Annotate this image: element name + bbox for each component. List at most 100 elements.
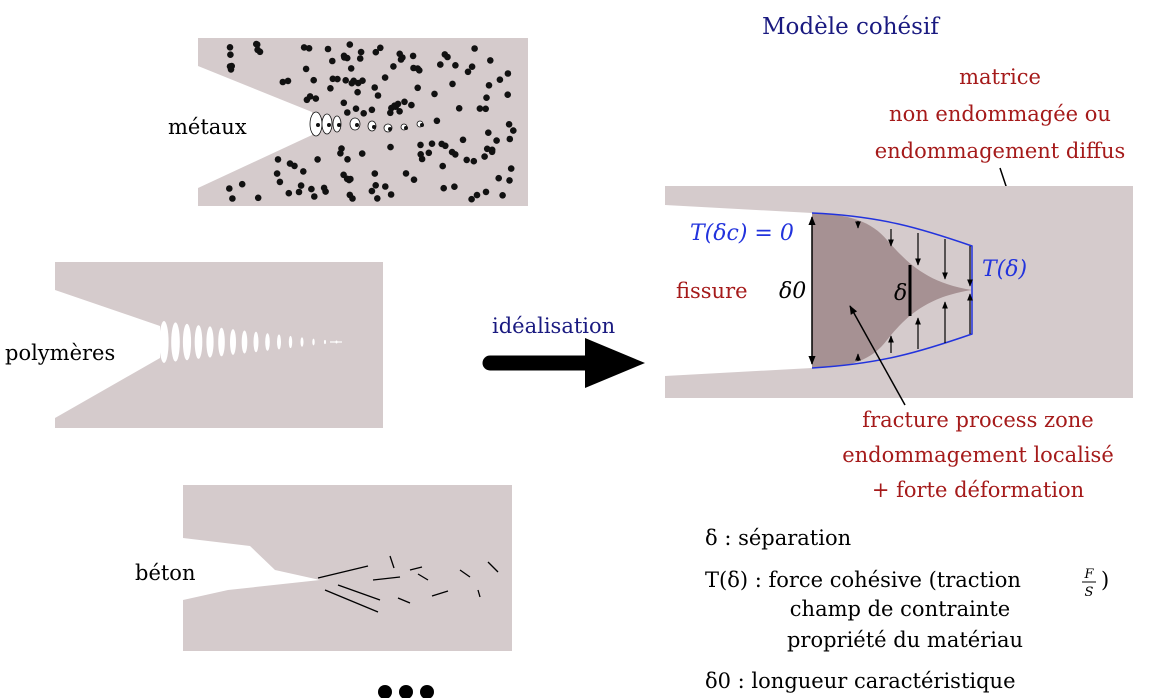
polymer-craze	[312, 338, 315, 346]
metal-particle	[320, 184, 328, 192]
concrete-microcrack	[372, 576, 401, 581]
fracture-process-zone	[812, 213, 972, 368]
metal-particle	[444, 53, 451, 61]
fpz-line-2: endommagement localisé	[842, 443, 1114, 467]
polymers-crazes	[159, 321, 342, 363]
delta-label: δ	[894, 281, 907, 306]
cohesive-labels: T(δc) = 0 T(δ) δ0 δ	[690, 221, 1027, 306]
metal-particle	[284, 77, 292, 85]
metal-particle	[358, 150, 366, 157]
metal-particle	[327, 85, 334, 92]
matrix-line-2: non endommagée ou	[889, 102, 1111, 126]
concrete-label: béton	[135, 561, 195, 585]
metal-particle	[483, 145, 491, 153]
metal-particle	[409, 52, 417, 60]
ellipsis-dots	[378, 685, 434, 698]
metal-particle	[410, 176, 418, 183]
metal-particle	[417, 151, 425, 158]
metal-particle	[476, 105, 484, 112]
metal-particle	[347, 175, 354, 183]
metal-particle	[360, 110, 368, 117]
metal-particle	[312, 95, 320, 102]
metal-particle	[340, 99, 348, 107]
metal-particle	[274, 156, 282, 163]
metal-particle	[300, 168, 307, 175]
metal-particle	[451, 183, 458, 190]
metal-particle	[414, 84, 422, 92]
metal-particle	[495, 174, 503, 182]
metal-particle	[368, 187, 376, 195]
metal-particle	[431, 90, 438, 98]
polymer-craze	[218, 327, 225, 357]
metal-particle	[254, 46, 261, 54]
metal-particle	[482, 105, 490, 113]
polymer-craze	[182, 323, 192, 361]
metal-particle	[354, 88, 361, 96]
metal-particle	[464, 68, 472, 76]
metal-particle	[425, 149, 433, 157]
metal-particle	[439, 162, 447, 170]
concrete-microcrack	[459, 569, 471, 578]
metal-particle	[371, 170, 379, 177]
metal-particle	[483, 94, 490, 101]
delta0-definition: δ0 : longueur caractéristique	[705, 669, 1016, 693]
concrete-microcrack	[389, 555, 395, 569]
polymer-craze	[171, 322, 180, 362]
polymer-craze	[324, 339, 326, 345]
metal-particle	[387, 191, 395, 198]
polymer-craze	[253, 331, 259, 353]
matrix-line-3: endommagement diffus	[875, 139, 1126, 163]
metals-label: métaux	[168, 115, 247, 139]
metal-particle	[397, 56, 405, 63]
concrete-microcrack	[317, 565, 369, 579]
metal-particle	[344, 156, 351, 163]
concrete-microcracks	[317, 555, 499, 613]
metals-panel: métaux	[168, 38, 528, 206]
metal-particle	[374, 195, 381, 202]
metal-particle	[381, 74, 389, 81]
metal-particle	[504, 91, 512, 98]
metal-particle	[374, 92, 382, 99]
metal-particle	[487, 57, 494, 64]
concrete-microcrack	[477, 589, 481, 598]
polymers-label: polymères	[5, 341, 115, 365]
metal-particle	[341, 54, 348, 61]
metal-particle	[390, 63, 397, 70]
metal-particle	[285, 189, 293, 197]
metal-particle	[482, 188, 490, 196]
metal-particle	[226, 44, 234, 51]
metal-particle	[438, 140, 446, 148]
metal-particle	[382, 183, 389, 190]
metal-particle	[297, 182, 305, 189]
metal-particle	[352, 105, 360, 112]
fpz-line-3: + forte déformation	[872, 478, 1084, 502]
metal-particle	[310, 76, 318, 84]
metal-particle	[354, 79, 362, 87]
metal-particle	[314, 156, 321, 163]
metal-particle	[238, 180, 246, 188]
idealisation-label: idéalisation	[492, 314, 615, 338]
metal-particle	[229, 195, 236, 202]
metal-particle	[416, 67, 423, 74]
metals-particles	[226, 40, 517, 203]
metal-particle	[493, 137, 500, 144]
metal-particle	[468, 195, 475, 203]
metal-particle	[329, 57, 336, 65]
metal-particle	[437, 61, 444, 68]
metal-particle	[347, 65, 355, 72]
cohesive-model-title: Modèle cohésif	[762, 14, 940, 40]
metal-particle	[396, 108, 403, 115]
metal-particle	[349, 195, 356, 202]
metal-particle	[401, 98, 408, 106]
metal-particle	[506, 135, 514, 143]
traction-definition-close: )	[1101, 568, 1109, 592]
concrete-microcrack	[431, 590, 449, 597]
metal-particle	[463, 156, 471, 164]
metal-particle	[311, 193, 318, 200]
concrete-microcrack	[487, 561, 499, 573]
polymer-craze	[265, 333, 270, 351]
polymers-panel: polymères	[5, 262, 383, 428]
metal-particle	[308, 185, 315, 193]
metal-particle	[254, 194, 262, 202]
